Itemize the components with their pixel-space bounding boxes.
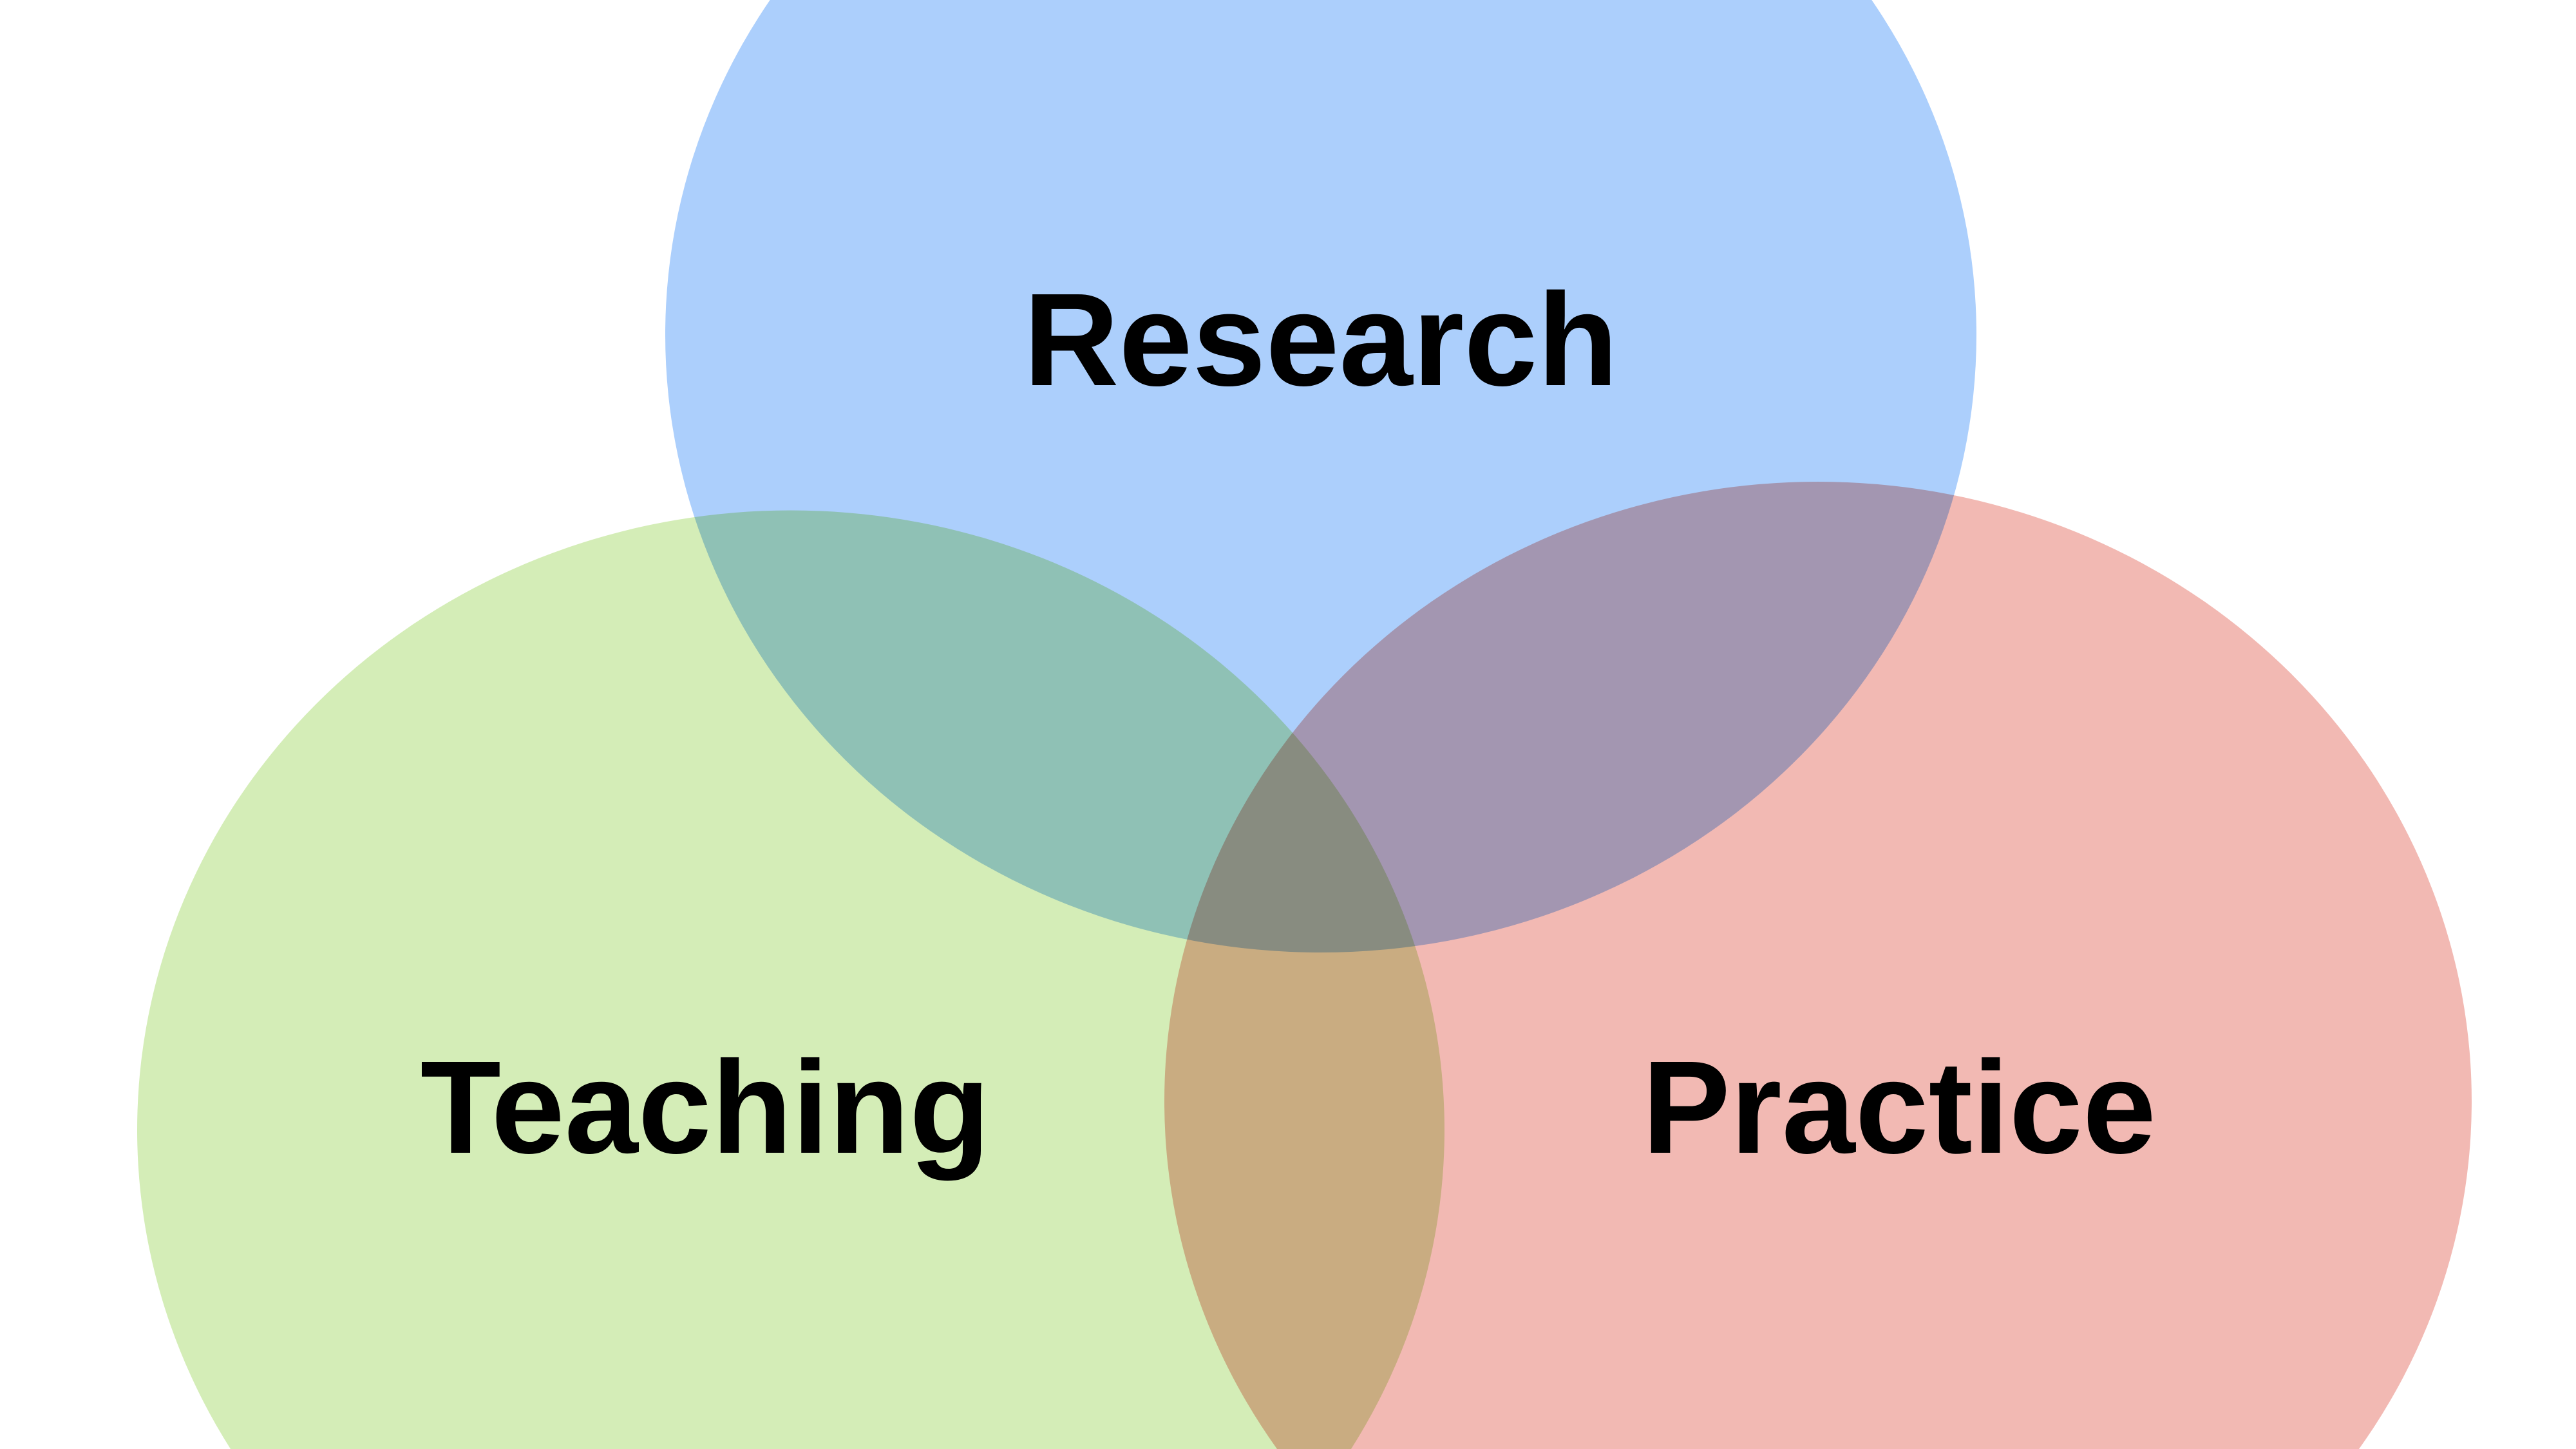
teaching-label: Teaching (421, 1034, 990, 1181)
research-label: Research (1023, 266, 1618, 413)
practice-label: Practice (1642, 1034, 2156, 1181)
research-circle (665, 0, 1976, 952)
